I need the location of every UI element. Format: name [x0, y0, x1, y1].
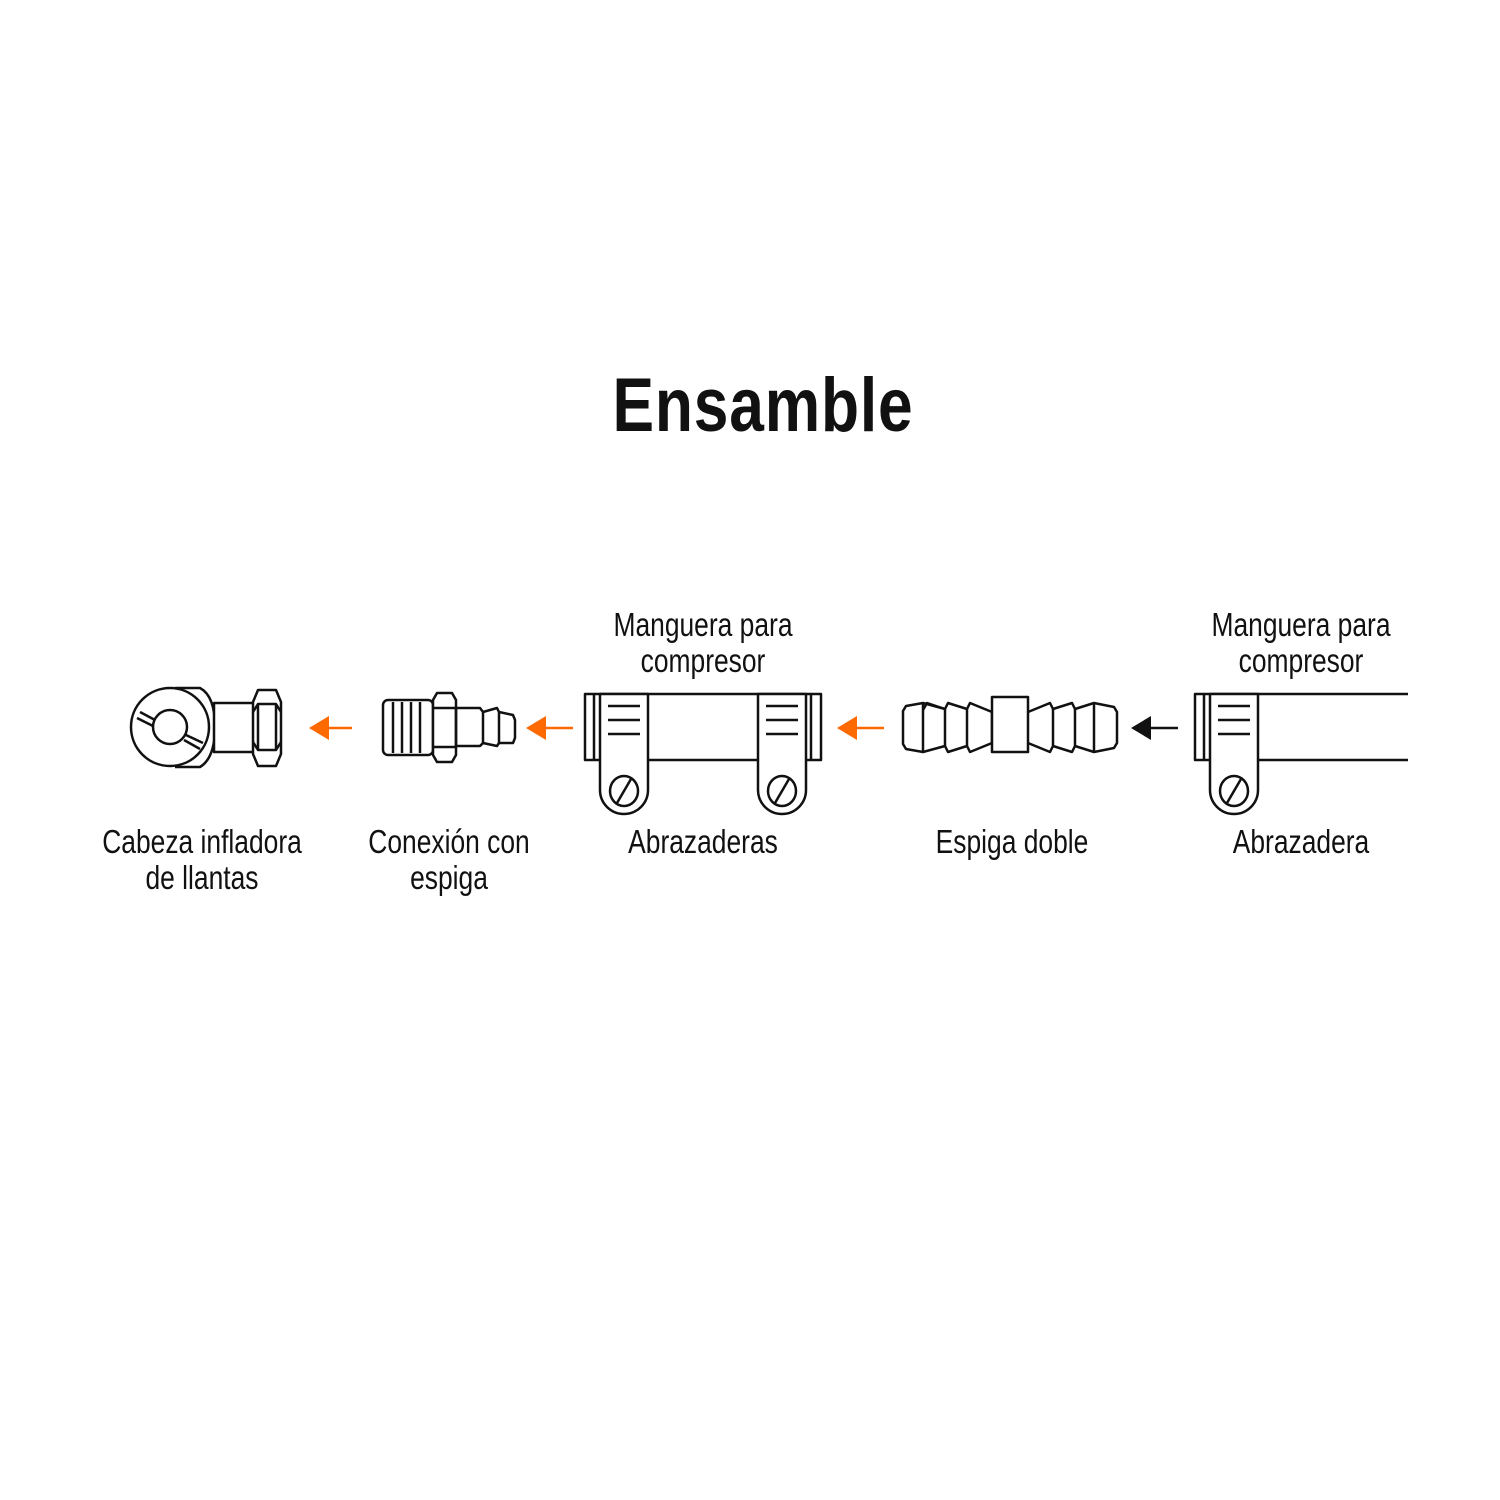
label-line: Manguera para — [1211, 606, 1391, 643]
label-barb-connector: Conexión con espiga — [345, 824, 553, 896]
label-line: Conexión con — [368, 823, 530, 860]
label-hose-top-right: Manguera para compresor — [1189, 607, 1413, 679]
label-hose-top: Manguera para compresor — [591, 607, 815, 679]
arrow-left-icon — [526, 716, 573, 740]
inflator-head-icon — [129, 686, 283, 769]
label-line: Cabeza infladora — [102, 823, 302, 860]
label-double-barb: Espiga doble — [935, 823, 1089, 860]
barb-connector-icon — [381, 691, 517, 764]
arrow-left-icon — [837, 716, 884, 740]
double-barb-icon — [901, 695, 1119, 754]
label-line: de llantas — [145, 859, 259, 896]
arrow-left-icon — [1131, 716, 1178, 740]
hose-with-clamps-icon — [583, 692, 823, 816]
hose-with-clamp-icon — [1193, 692, 1408, 816]
label-line: compresor — [640, 642, 766, 679]
arrow-left-icon — [309, 716, 352, 740]
label-line: espiga — [410, 859, 488, 896]
page-title: Ensamble — [612, 363, 914, 448]
label-line: compresor — [1238, 642, 1364, 679]
label-inflator-head: Cabeza infladora de llantas — [82, 824, 322, 896]
label-line: Manguera para — [613, 606, 793, 643]
label-clamps: Abrazaderas — [628, 823, 778, 860]
label-clamp: Abrazadera — [1232, 823, 1370, 860]
